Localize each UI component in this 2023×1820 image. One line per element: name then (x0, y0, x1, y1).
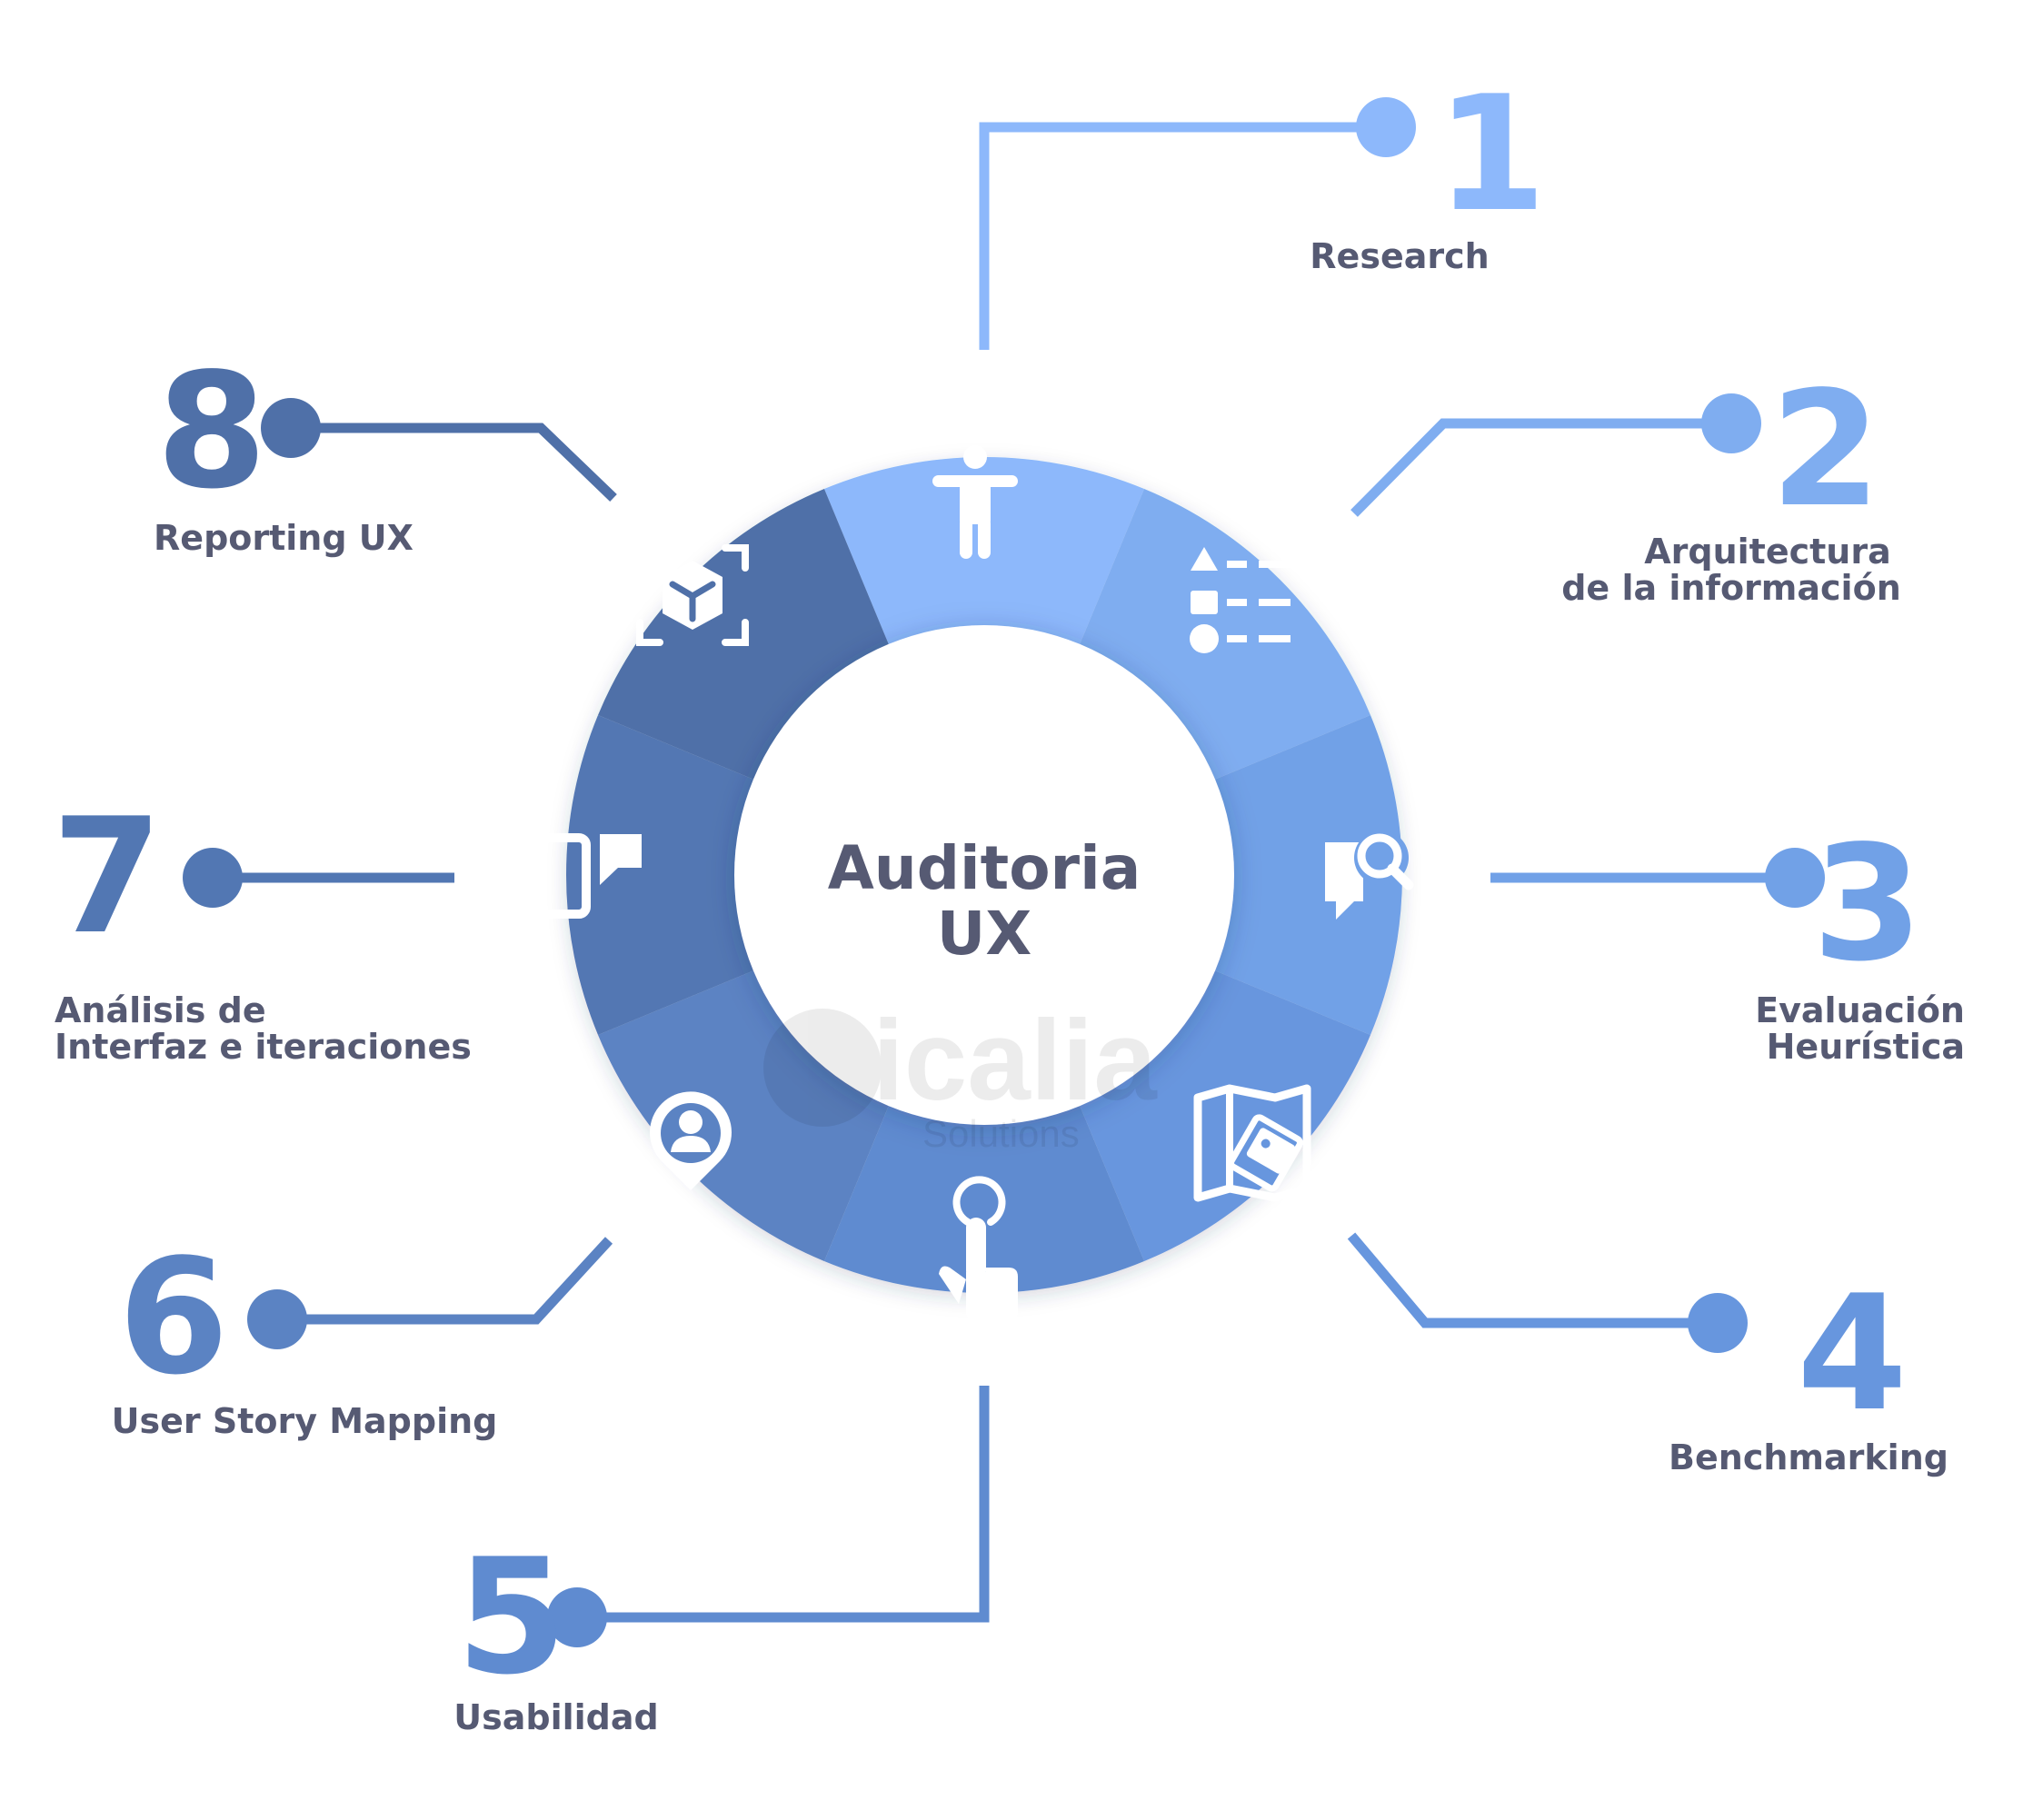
connector-8 (291, 423, 617, 502)
connector-2 (1350, 418, 1731, 517)
connector-dot-8 (261, 398, 321, 458)
location-user-icon (650, 1091, 732, 1190)
ring-segment-3 (1211, 714, 1402, 1036)
ar-cube-icon (636, 544, 749, 646)
step-number-6: 6 (118, 1226, 229, 1410)
center-title-line1: Auditoria (828, 833, 1141, 903)
connector-dot-4 (1688, 1293, 1748, 1353)
step-numbers: 1 2 3 4 5 6 7 8 (52, 63, 1923, 1710)
step-label-5: Usabilidad (453, 1697, 658, 1737)
connector-5 (577, 1386, 990, 1623)
step-number-3: 3 (1812, 812, 1923, 997)
chat-search-icon (1325, 830, 1414, 920)
step-label-3-line1: Evaluación (1755, 990, 1965, 1030)
connector-dots (183, 97, 1825, 1647)
connector-dot-6 (247, 1289, 307, 1349)
step-label-4: Benchmarking (1669, 1437, 1948, 1477)
watermark-sub: Solutions (922, 1112, 1080, 1155)
ring-segment-4 (1078, 969, 1370, 1261)
center-title-line2: UX (937, 899, 1031, 969)
step-label-2-line1: Arquitectura (1644, 532, 1891, 572)
watermark-logo-icon (763, 1009, 882, 1127)
device-chat-icon (538, 833, 642, 919)
ring-segment-5 (823, 1101, 1145, 1293)
step-label-7-line1: Análisis de (55, 990, 266, 1030)
connector-4 (1347, 1232, 1718, 1328)
step-number-1: 1 (1436, 63, 1547, 247)
step-label-6: User Story Mapping (112, 1401, 498, 1441)
step-number-5: 5 (456, 1526, 567, 1710)
ring-icons (538, 445, 1414, 1319)
connector-dot-5 (547, 1587, 607, 1647)
step-number-4: 4 (1797, 1262, 1908, 1447)
connector-6 (277, 1237, 613, 1325)
center-circle (734, 625, 1234, 1125)
ring-segment-2 (1078, 489, 1370, 781)
connectors (213, 122, 1795, 1623)
watermark-brand: icalia (872, 998, 1158, 1124)
step-number-8: 8 (156, 340, 267, 524)
ring-segment-6 (598, 969, 891, 1261)
connector-dot-7 (183, 848, 243, 908)
watermark: icalia Solutions (763, 998, 1158, 1155)
connector-1 (979, 122, 1386, 350)
shapes-list-icon (1190, 547, 1291, 653)
connector-dot-1 (1356, 97, 1416, 157)
touch-finger-icon (939, 1176, 1018, 1319)
step-label-3-line2: Heurística (1767, 1027, 1965, 1067)
step-number-2: 2 (1770, 358, 1881, 542)
step-label-7-line2: Interfaz e iteraciones (55, 1027, 472, 1067)
step-labels: Research Arquitectura de la información … (55, 236, 1965, 1737)
step-number-7: 7 (52, 785, 163, 970)
step-label-8: Reporting UX (154, 518, 414, 558)
accessibility-person-icon (932, 445, 1018, 559)
ring (566, 457, 1402, 1293)
step-label-2-line2: de la información (1561, 568, 1901, 608)
map-tag-icon (1193, 1084, 1311, 1202)
connector-dot-2 (1701, 393, 1761, 453)
ring-segment-7 (566, 714, 758, 1036)
connector-dot-3 (1765, 848, 1825, 908)
step-label-1: Research (1310, 236, 1489, 276)
